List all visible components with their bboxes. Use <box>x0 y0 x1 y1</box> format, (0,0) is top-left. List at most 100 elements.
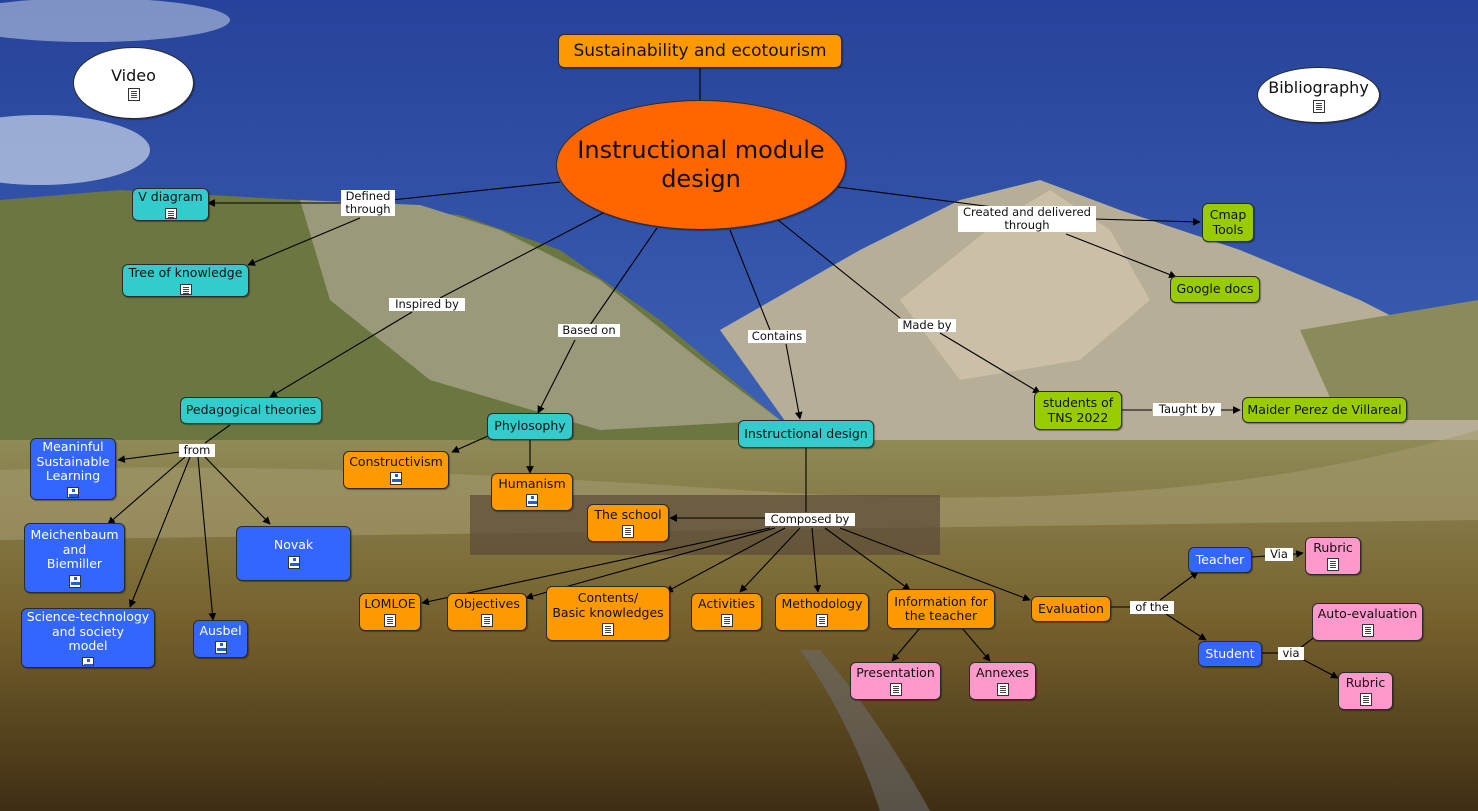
rubric-teacher-node[interactable]: Rubric <box>1305 537 1361 575</box>
node-label: Meichenbaum and Biemiller <box>30 527 119 572</box>
document-icon[interactable] <box>179 283 192 295</box>
concept-map-icon[interactable] <box>390 472 402 486</box>
link-label-via-teacher: Via <box>1265 548 1293 561</box>
node-label: LOMLOE <box>364 595 416 611</box>
node-label: Phylosophy <box>494 418 566 434</box>
annexes-node[interactable]: Annexes <box>969 662 1036 700</box>
teacher-node[interactable]: Teacher <box>1188 547 1252 573</box>
document-icon[interactable] <box>889 683 902 697</box>
document-icon[interactable] <box>622 525 634 539</box>
maider-perez-node[interactable]: Maider Perez de Villareal <box>1242 397 1407 423</box>
video-node[interactable]: Video <box>73 47 194 119</box>
auto-evaluation-node[interactable]: Auto-evaluation <box>1312 603 1423 641</box>
methodology-node[interactable]: Methodology <box>775 593 869 631</box>
objectives-node[interactable]: Objectives <box>447 593 527 631</box>
bibliography-node[interactable]: Bibliography <box>1257 67 1380 123</box>
node-label: Teacher <box>1195 551 1245 567</box>
document-icon[interactable] <box>481 614 493 628</box>
link-label-contains: Contains <box>748 330 806 343</box>
link-label-via-student: via <box>1278 647 1304 660</box>
phylosophy-node[interactable]: Phylosophy <box>487 413 573 440</box>
instructional-design-node[interactable]: Instructional design <box>738 420 874 448</box>
node-label: Information for the teacher <box>894 593 988 623</box>
document-icon[interactable] <box>996 683 1009 697</box>
cmap-tools-node[interactable]: Cmap Tools <box>1202 203 1254 242</box>
information-for-teacher-node[interactable]: Information for the teacher <box>887 589 995 629</box>
concept-map-icon[interactable] <box>526 494 538 508</box>
concept-map-icon[interactable] <box>67 486 79 498</box>
document-icon[interactable] <box>164 207 177 219</box>
student-node[interactable]: Student <box>1198 641 1262 667</box>
tree-of-knowledge-node[interactable]: Tree of knowledge <box>122 264 249 297</box>
sustainability-ecotourism-node[interactable]: Sustainability and ecotourism <box>558 34 842 68</box>
node-label: Auto-evaluation <box>1317 605 1418 621</box>
node-label: Maider Perez de Villareal <box>1247 401 1402 417</box>
node-label: Ausbel <box>199 622 242 638</box>
node-label: Objectives <box>454 595 520 611</box>
node-label: Rubric <box>1313 539 1353 555</box>
document-icon[interactable] <box>384 614 396 628</box>
document-icon[interactable] <box>720 614 733 628</box>
meaninful-learning-node[interactable]: Meaninful Sustainable Learning <box>30 438 116 500</box>
node-label: Student <box>1205 645 1255 661</box>
contents-basic-knowledges-node[interactable]: Contents/ Basic knowledges <box>546 586 670 641</box>
node-label: Bibliography <box>1268 77 1369 97</box>
link-label-created-delivered: Created and delivered through <box>958 206 1096 232</box>
node-label: Cmap Tools <box>1209 207 1247 237</box>
node-label: Video <box>111 65 156 85</box>
document-icon[interactable] <box>1327 558 1339 572</box>
link-label-inspired-by: Inspired by <box>389 298 465 311</box>
node-label: Methodology <box>781 595 863 611</box>
lomloe-node[interactable]: LOMLOE <box>359 593 421 631</box>
rubric-student-node[interactable]: Rubric <box>1338 672 1393 710</box>
node-label: Google docs <box>1176 281 1254 297</box>
link-label-composed-by: Composed by <box>765 513 855 526</box>
students-tns-node[interactable]: students of TNS 2022 <box>1034 391 1122 430</box>
meichenbaum-biemiller-node[interactable]: Meichenbaum and Biemiller <box>24 523 125 593</box>
node-label: Sustainability and ecotourism <box>573 40 827 61</box>
pedagogical-theories-node[interactable]: Pedagogical theories <box>180 397 322 424</box>
link-label-defined-through: Defined through <box>341 190 395 216</box>
document-icon[interactable] <box>1359 693 1372 707</box>
node-label: Evaluation <box>1038 600 1104 616</box>
instructional-module-design-node[interactable]: Instructional module design <box>556 100 846 230</box>
node-label: Annexes <box>975 664 1030 680</box>
v-diagram-node[interactable]: V diagram <box>132 188 209 221</box>
document-icon[interactable] <box>602 623 614 636</box>
concept-map-icon[interactable] <box>68 574 81 588</box>
the-school-node[interactable]: The school <box>587 504 669 542</box>
node-label: Novak <box>273 537 314 553</box>
evaluation-node[interactable]: Evaluation <box>1031 596 1111 622</box>
node-label: Science-technology and society model <box>26 609 150 653</box>
concept-map-icon[interactable] <box>82 656 94 666</box>
document-icon[interactable] <box>1361 624 1374 638</box>
link-label-made-by: Made by <box>898 319 956 332</box>
presentation-node[interactable]: Presentation <box>850 662 941 700</box>
humanism-node[interactable]: Humanism <box>491 473 573 511</box>
node-label: Instructional design <box>744 425 868 441</box>
node-label: V diagram <box>138 189 203 204</box>
google-docs-node[interactable]: Google docs <box>1170 276 1260 303</box>
document-icon[interactable] <box>1312 99 1325 113</box>
concept-map-icon[interactable] <box>214 641 227 655</box>
link-label-based-on: Based on <box>558 324 620 337</box>
node-label: Tree of knowledge <box>128 265 243 280</box>
science-technology-society-node[interactable]: Science-technology and society model <box>21 608 155 668</box>
node-label: Activities <box>697 595 756 611</box>
concept-map-icon[interactable] <box>287 555 300 569</box>
link-label-of-the: of the <box>1130 601 1174 614</box>
node-label: Contents/ Basic knowledges <box>552 590 664 620</box>
document-icon[interactable] <box>816 614 828 628</box>
document-icon[interactable] <box>127 87 140 101</box>
constructivism-node[interactable]: Constructivism <box>343 451 449 489</box>
activities-node[interactable]: Activities <box>691 593 762 631</box>
node-label: Presentation <box>856 664 935 680</box>
node-label: Rubric <box>1345 674 1386 690</box>
novak-node[interactable]: Novak <box>236 526 351 581</box>
node-label: students of TNS 2022 <box>1042 395 1114 425</box>
node-label: The school <box>594 506 662 522</box>
node-label: Humanism <box>498 475 566 491</box>
ausbel-node[interactable]: Ausbel <box>193 620 248 658</box>
node-label: Instructional module design <box>577 136 825 193</box>
link-label-taught-by: Taught by <box>1153 403 1221 416</box>
